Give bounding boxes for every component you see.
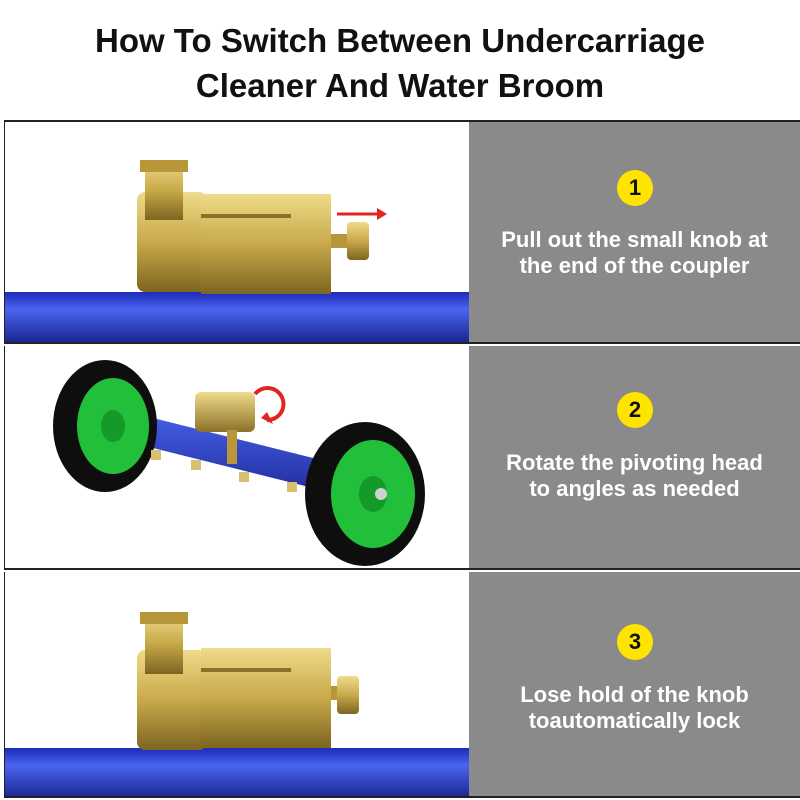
brass-coupler-pull-icon [5,160,469,342]
step-row-3: 3 Lose hold of the knob toautomatically … [4,572,800,798]
step-3-text: Lose hold of the knob toautomatically lo… [469,682,800,734]
left-wheel-icon [53,360,157,492]
step-1-panel: 1 Pull out the small knob at the end of … [469,122,800,342]
step-1-text: Pull out the small knob at the end of th… [469,227,800,279]
step-1-badge: 1 [617,170,653,206]
step-3-line-1: Lose hold of the knob [520,682,749,707]
step-3-badge: 3 [617,624,653,660]
step-row-2: 2 Rotate the pivoting head to angles as … [4,346,800,570]
step-1-line-1: Pull out the small knob at [501,227,768,252]
step-3-panel: 3 Lose hold of the knob toautomatically … [469,572,800,796]
undercarriage-cleaner-icon [53,360,425,566]
step-2-badge: 2 [617,392,653,428]
step-2-line-1: Rotate the pivoting head [506,450,763,475]
title-line-1: How To Switch Between Undercarriage [94,22,706,59]
step-1-line-2: the end of the coupler [519,253,750,278]
step-2-panel: 2 Rotate the pivoting head to angles as … [469,346,800,568]
right-wheel-icon [305,422,425,566]
title-line-2: Cleaner And Water Broom [195,67,605,104]
brass-coupler-locked-icon [5,612,469,796]
step-2-image [4,346,469,568]
step-3-image [4,572,469,796]
step-3-line-2: toautomatically lock [528,708,741,733]
step-2-text: Rotate the pivoting head to angles as ne… [469,450,800,502]
step-2-line-2: to angles as needed [529,476,740,501]
step-row-1: 1 Pull out the small knob at the end of … [4,120,800,344]
page-title: How To Switch Between Undercarriage Clea… [0,18,800,108]
step-1-image [4,122,469,342]
